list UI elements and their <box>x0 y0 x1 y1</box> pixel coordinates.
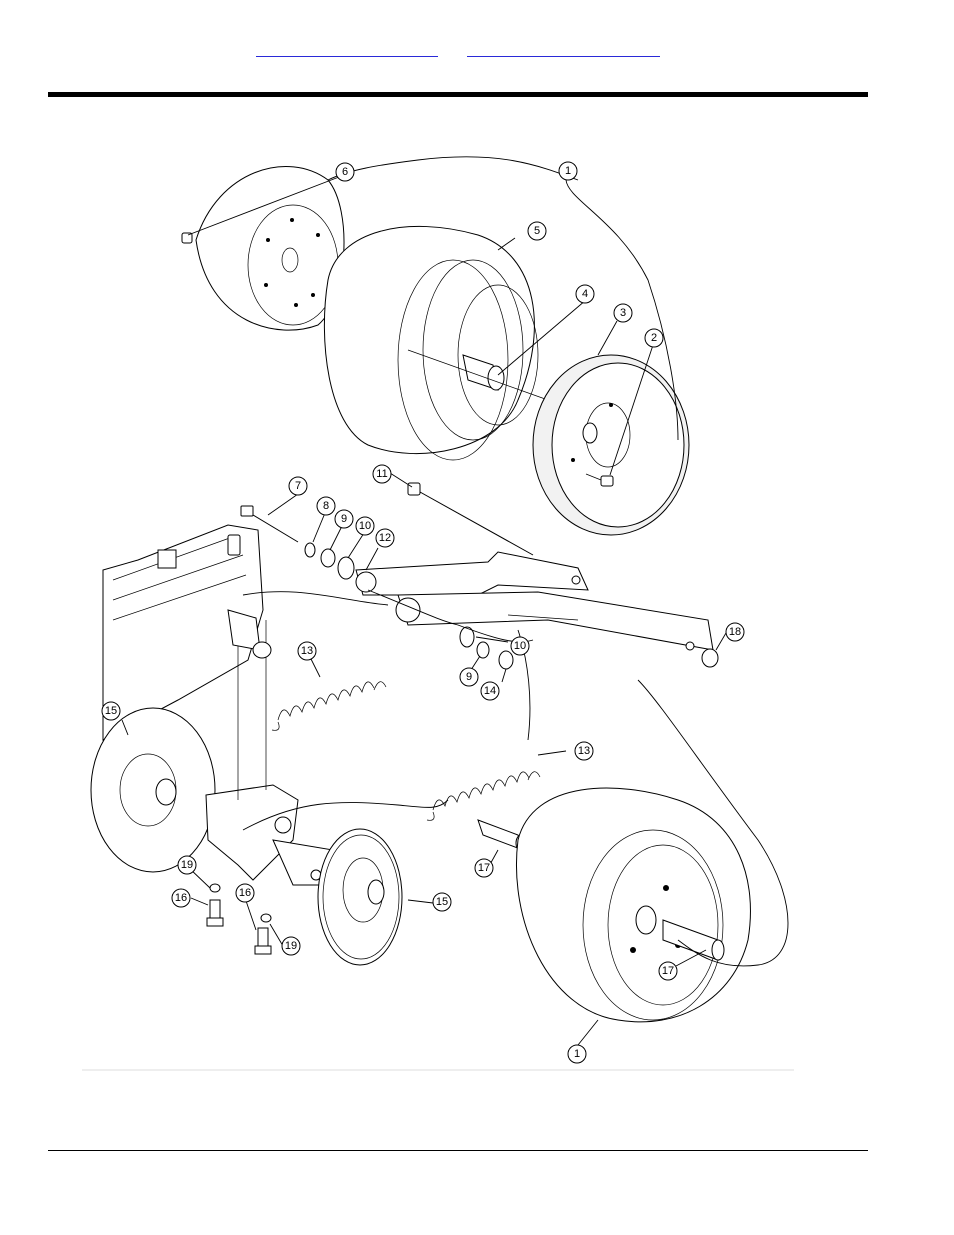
nut-18 <box>702 649 718 667</box>
wheel-15-right <box>318 829 402 965</box>
spring-13-lower <box>427 772 540 821</box>
wheel-half-left <box>196 167 344 331</box>
svg-text:15: 15 <box>436 896 448 908</box>
callout-balloon-16-left: 16 <box>172 889 190 907</box>
callout-balloon-15-left: 15 <box>102 702 120 720</box>
callout-balloon-19-right: 19 <box>282 937 300 955</box>
washer-8 <box>305 543 315 557</box>
svg-text:19: 19 <box>181 859 193 871</box>
svg-text:9: 9 <box>341 513 347 525</box>
callout-balloon-10-lower: 10 <box>511 637 529 655</box>
svg-text:13: 13 <box>578 745 590 757</box>
tire-1-bottom <box>516 788 750 1022</box>
arm-12 <box>356 552 588 595</box>
svg-text:19: 19 <box>285 940 297 952</box>
svg-text:13: 13 <box>301 645 313 657</box>
callout-balloon-17-lower: 17 <box>475 859 493 877</box>
svg-text:18: 18 <box>729 626 741 638</box>
svg-text:1: 1 <box>565 165 571 177</box>
svg-text:8: 8 <box>323 500 329 512</box>
callout-balloon-9-top: 9 <box>335 510 353 528</box>
svg-text:3: 3 <box>620 307 626 319</box>
callout-balloon-13-lower: 13 <box>575 742 593 760</box>
bolt-16-right <box>255 928 271 954</box>
bolt-16-left <box>207 900 223 926</box>
bushing-10-top <box>338 557 354 579</box>
svg-text:16: 16 <box>175 892 187 904</box>
callout-balloon-1-bottom: 1 <box>568 1045 586 1063</box>
svg-text:5: 5 <box>534 225 540 237</box>
callout-balloon-2: 2 <box>645 329 663 347</box>
wheel-half-right <box>533 355 689 535</box>
svg-text:14: 14 <box>484 685 496 697</box>
callout-balloon-10-top: 10 <box>356 517 374 535</box>
callout-balloon-18: 18 <box>726 623 744 641</box>
bushing-9-top <box>321 549 335 567</box>
callout-balloon-17-wheel: 17 <box>659 962 677 980</box>
svg-text:15: 15 <box>105 705 117 717</box>
header-link-2[interactable] <box>467 46 660 57</box>
callout-balloon-3: 3 <box>614 304 632 322</box>
wheel-15-left <box>91 708 215 872</box>
bolt-11 <box>408 483 533 555</box>
callout-balloon-8: 8 <box>317 497 335 515</box>
callout-balloon-19-left: 19 <box>178 856 196 874</box>
exploded-parts-diagram: 1 6 5 4 3 2 11 7 8 9 10 12 13 10 9 14 18… <box>78 140 798 1080</box>
svg-text:16: 16 <box>239 887 251 899</box>
washer-19-right <box>261 914 271 922</box>
footer-rule <box>48 1150 868 1151</box>
arm-lower <box>396 592 713 650</box>
svg-text:9: 9 <box>466 671 472 683</box>
callout-balloon-4: 4 <box>576 285 594 303</box>
header-link-1[interactable] <box>256 46 438 57</box>
callout-balloon-5: 5 <box>528 222 546 240</box>
svg-text:1: 1 <box>574 1048 580 1060</box>
callout-balloon-7: 7 <box>289 477 307 495</box>
callout-balloon-13-top: 13 <box>298 642 316 660</box>
svg-text:17: 17 <box>478 862 490 874</box>
nut-14 <box>499 651 513 669</box>
tire-5 <box>324 226 538 460</box>
svg-text:11: 11 <box>376 468 387 480</box>
svg-text:6: 6 <box>342 166 348 178</box>
svg-text:7: 7 <box>295 480 301 492</box>
callout-balloon-14: 14 <box>481 682 499 700</box>
svg-text:10: 10 <box>514 640 526 652</box>
bushing-9-lower <box>477 642 489 658</box>
svg-text:12: 12 <box>379 532 391 544</box>
washer-19-left <box>210 884 220 892</box>
svg-text:4: 4 <box>582 288 588 300</box>
callout-balloon-9-lower: 9 <box>460 668 478 686</box>
callout-balloon-11: 11 <box>373 465 391 483</box>
callout-balloon-16-right: 16 <box>236 884 254 902</box>
callout-balloon-12: 12 <box>376 529 394 547</box>
spring-13-upper <box>272 682 386 731</box>
svg-text:10: 10 <box>359 520 371 532</box>
callout-balloon-15-right: 15 <box>433 893 451 911</box>
callout-balloon-1-top: 1 <box>559 162 577 180</box>
svg-text:17: 17 <box>662 965 674 977</box>
svg-text:2: 2 <box>651 332 657 344</box>
header-rule <box>48 92 868 97</box>
callout-balloon-6: 6 <box>336 163 354 181</box>
